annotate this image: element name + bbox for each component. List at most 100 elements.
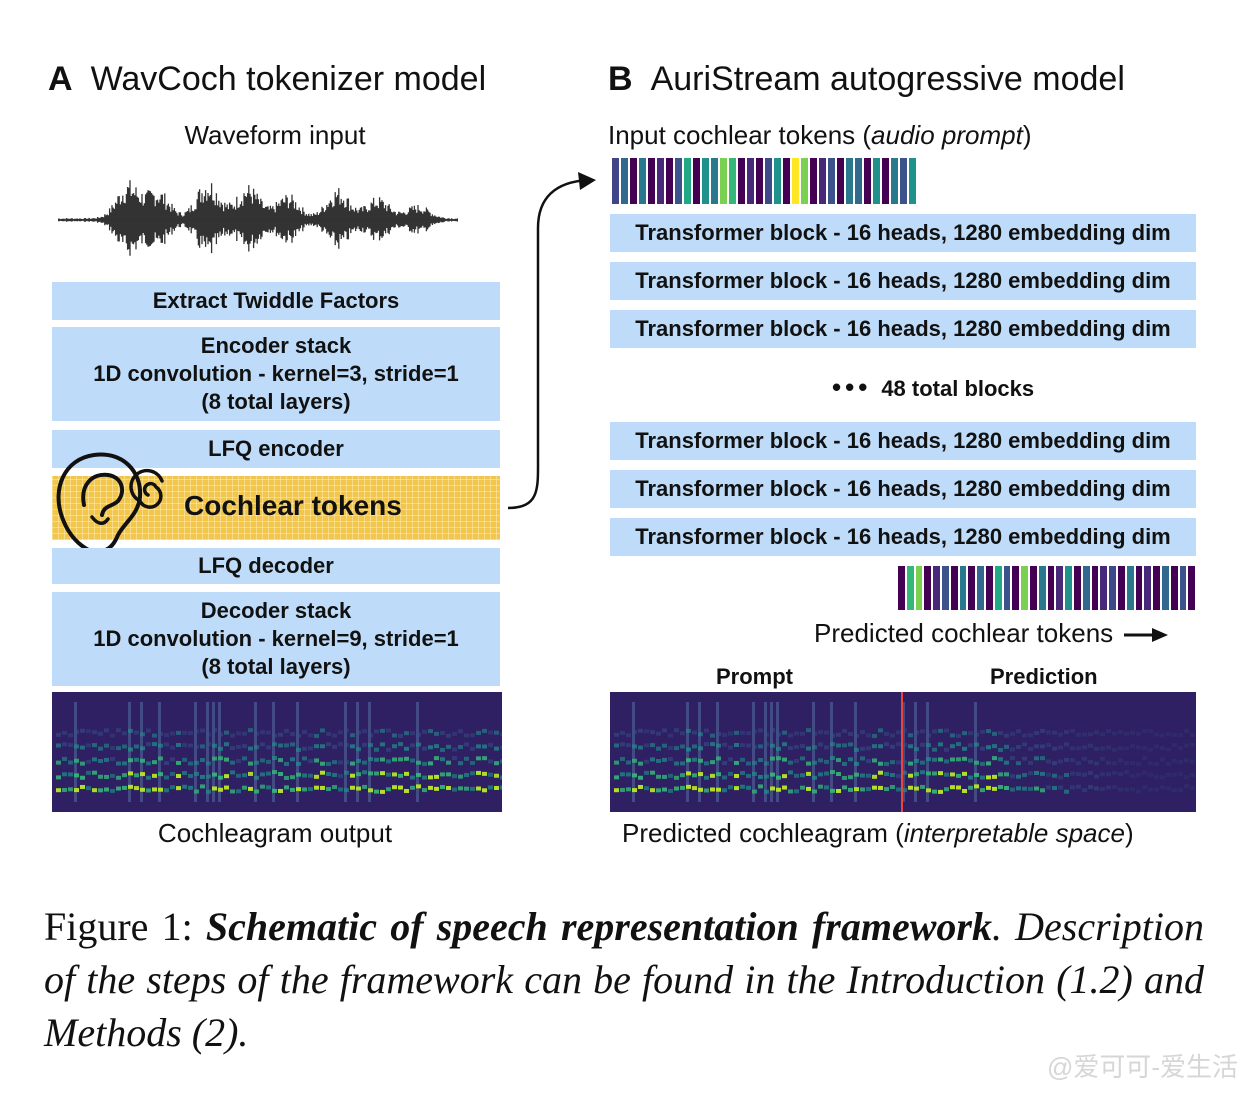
panel-a-letter: A	[48, 60, 73, 98]
token-cell	[994, 566, 1002, 610]
token-cell	[810, 158, 817, 204]
token-cell	[1161, 566, 1169, 610]
predicted-cochleagram-label-italic: interpretable space	[903, 818, 1125, 848]
token-cell	[1170, 566, 1178, 610]
token-cell	[985, 566, 993, 610]
token-cell	[621, 158, 628, 204]
token-cell	[1109, 566, 1116, 610]
predicted-tokens-row: Predicted cochlear tokens	[814, 618, 1170, 649]
token-cell	[1179, 566, 1187, 610]
input-tokens-label-end: )	[1022, 120, 1032, 150]
token-cell	[1100, 566, 1108, 610]
prompt-label: Prompt	[716, 664, 793, 689]
token-cell	[1029, 566, 1037, 610]
cochleagram-output	[52, 692, 502, 812]
total-blocks-label: 48 total blocks	[881, 376, 1035, 401]
transformer-block: Transformer block - 16 heads, 1280 embed…	[610, 262, 1196, 300]
figure-caption-title: Schematic of speech representation frame…	[205, 904, 992, 949]
figure-caption: Figure 1: Schematic of speech representa…	[44, 900, 1204, 1059]
token-cell	[711, 158, 718, 204]
transformer-block: Transformer block - 16 heads, 1280 embed…	[610, 214, 1196, 252]
waveform-graphic	[58, 180, 458, 256]
token-cell	[648, 158, 655, 204]
token-cell	[977, 566, 984, 610]
token-cell	[783, 158, 790, 204]
decoder-line2: 1D convolution - kernel=9, stride=1	[93, 626, 459, 651]
panel-b-letter: B	[608, 60, 633, 98]
token-cell	[855, 158, 862, 204]
predicted-cochleagram-label-main: Predicted cochleagram (	[622, 818, 904, 848]
panel-a-title: A WavCoch tokenizer model	[48, 60, 486, 99]
token-cell	[702, 158, 709, 204]
extract-twiddle-label: Extract Twiddle Factors	[152, 288, 400, 313]
predicted-tokens-label: Predicted cochlear tokens	[814, 618, 1114, 648]
panel-b-title: B AuriStream autogressive model	[608, 60, 1125, 99]
token-cell	[675, 158, 682, 204]
token-cell	[1126, 566, 1134, 610]
input-tokens-label-main: Input cochlear tokens (	[608, 120, 872, 150]
token-cell	[684, 158, 691, 204]
lfq-encoder-label: LFQ encoder	[208, 436, 344, 461]
token-cell	[774, 158, 781, 204]
token-cell	[950, 566, 958, 610]
token-cell	[1047, 566, 1055, 610]
token-cell	[846, 158, 853, 204]
token-cell	[639, 158, 646, 204]
token-cell	[959, 566, 967, 610]
prediction-label: Prediction	[990, 664, 1098, 689]
token-cell	[1117, 566, 1125, 610]
token-cell	[1021, 566, 1028, 610]
token-cell	[900, 158, 907, 204]
token-cell	[801, 158, 808, 204]
token-cell	[924, 566, 932, 610]
extract-twiddle-box: Extract Twiddle Factors	[52, 282, 500, 320]
token-cell	[1153, 566, 1160, 610]
decoder-stack-box: Decoder stack 1D convolution - kernel=9,…	[52, 592, 500, 686]
panel-b-title-text: AuriStream autogressive model	[650, 60, 1125, 98]
figure-caption-prefix: Figure 1:	[44, 904, 206, 949]
figure-caption-text: . Description of the steps of the framew…	[44, 904, 1205, 1055]
encoder-line2: 1D convolution - kernel=3, stride=1	[93, 361, 459, 386]
transformer-block: Transformer block - 16 heads, 1280 embed…	[610, 518, 1196, 556]
token-cell	[1038, 566, 1046, 610]
predicted-cochleagram-label: Predicted cochleagram (interpretable spa…	[622, 818, 1134, 849]
token-cell	[1065, 566, 1072, 610]
lfq-decoder-label: LFQ decoder	[198, 553, 334, 578]
predicted-token-strip	[898, 566, 1196, 610]
token-cell	[612, 158, 619, 204]
total-blocks-row: ••• 48 total blocks	[832, 372, 1034, 403]
waveform-label: Waveform input	[184, 120, 366, 150]
token-cell	[1012, 566, 1020, 610]
token-cell	[747, 158, 754, 204]
arrowhead-icon	[578, 172, 596, 190]
token-cell	[693, 158, 700, 204]
token-cell	[898, 566, 905, 610]
lfq-decoder-box: LFQ decoder	[52, 548, 500, 584]
token-cell	[765, 158, 772, 204]
token-cell	[933, 566, 940, 610]
encoder-stack-box: Encoder stack 1D convolution - kernel=3,…	[52, 327, 500, 421]
token-cell	[738, 158, 745, 204]
encoder-line3: (8 total layers)	[201, 389, 351, 414]
encoder-line1: Encoder stack	[200, 333, 352, 358]
token-cell	[837, 158, 844, 204]
token-cell	[792, 158, 799, 204]
token-cell	[657, 158, 664, 204]
ellipsis-dots-icon: •••	[832, 372, 872, 402]
token-cell	[1135, 566, 1143, 610]
token-cell	[630, 158, 637, 204]
panel-a-title-text: WavCoch tokenizer model	[90, 60, 487, 98]
decoder-line3: (8 total layers)	[201, 654, 351, 679]
predicted-cochleagram	[610, 692, 1196, 812]
input-token-strip	[612, 158, 916, 204]
transformer-block: Transformer block - 16 heads, 1280 embed…	[610, 310, 1196, 348]
token-cell	[864, 158, 871, 204]
token-cell	[828, 158, 835, 204]
input-tokens-label-italic: audio prompt	[871, 120, 1023, 150]
ear-icon	[56, 452, 164, 559]
token-cell	[1003, 566, 1011, 610]
decoder-line1: Decoder stack	[200, 598, 352, 623]
watermark: @爱可可-爱生活	[1046, 1052, 1238, 1082]
cochleagram-output-label: Cochleagram output	[157, 818, 393, 848]
token-cell	[1091, 566, 1099, 610]
